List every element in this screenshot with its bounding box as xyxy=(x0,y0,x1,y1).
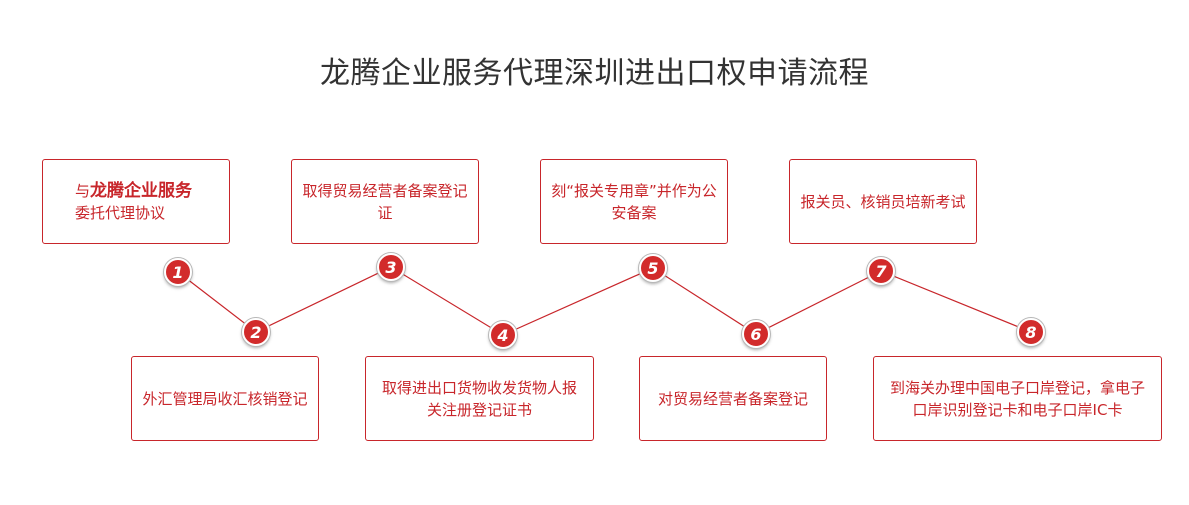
step-6-badge: 6 xyxy=(742,320,770,348)
step-4-badge: 4 xyxy=(489,321,517,349)
step-3-box: 取得贸易经营者备案登记证 xyxy=(291,159,479,244)
step-8-box: 到海关办理中国电子口岸登记，拿电子口岸识别登记卡和电子口岸IC卡 xyxy=(873,356,1162,441)
step-8-badge: 8 xyxy=(1017,318,1045,346)
step-1-prefix: 与 xyxy=(75,181,91,200)
step-1-box: 与龙腾企业服务 委托代理协议 xyxy=(42,159,230,244)
step-7-box: 报关员、核销员培新考试 xyxy=(789,159,977,244)
step-6-box: 对贸易经营者备案登记 xyxy=(639,356,827,441)
step-4-box: 取得进出口货物收发货物人报关注册登记证书 xyxy=(365,356,594,441)
step-6-text: 对贸易经营者备案登记 xyxy=(657,389,808,408)
step-1-text: 委托代理协议 xyxy=(75,203,166,222)
step-3-text: 取得贸易经营者备案登记证 xyxy=(302,181,468,222)
step-5-text: 刻“报关专用章”并作为公安备案 xyxy=(551,181,717,222)
step-7-badge: 7 xyxy=(867,257,895,285)
step-3-badge: 3 xyxy=(377,253,405,281)
step-4-text: 取得进出口货物收发货物人报关注册登记证书 xyxy=(381,378,577,419)
page-title: 龙腾企业服务代理深圳进出口权申请流程 xyxy=(320,56,869,91)
step-5-box: 刻“报关专用章”并作为公安备案 xyxy=(540,159,728,244)
step-2-text: 外汇管理局收汇核销登记 xyxy=(142,389,308,408)
step-2-badge: 2 xyxy=(242,318,270,346)
step-8-text: 到海关办理中国电子口岸登记，拿电子口岸识别登记卡和电子口岸IC卡 xyxy=(889,378,1145,419)
step-7-text: 报关员、核销员培新考试 xyxy=(800,192,966,211)
step-1-highlight: 龙腾企业服务 xyxy=(90,180,193,201)
step-2-box: 外汇管理局收汇核销登记 xyxy=(131,356,319,441)
step-1-badge: 1 xyxy=(164,258,192,286)
step-5-badge: 5 xyxy=(639,254,667,282)
